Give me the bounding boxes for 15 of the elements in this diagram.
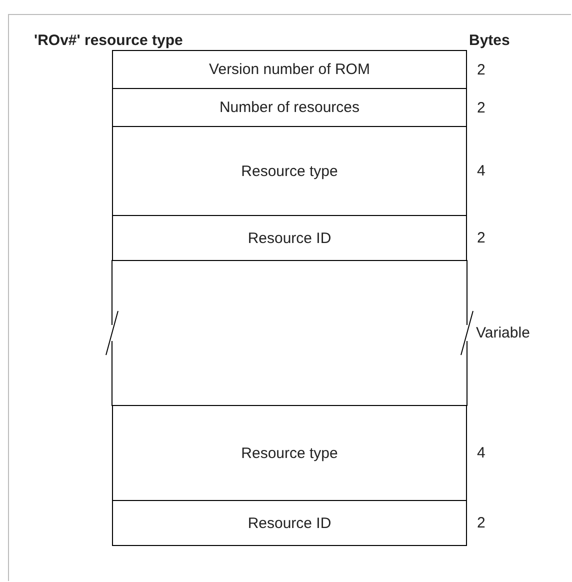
byte-count: 2 xyxy=(477,61,486,78)
field-name: Number of resources xyxy=(219,99,360,116)
byte-count: 2 xyxy=(477,514,486,532)
byte-count: 2 xyxy=(477,230,486,246)
field-name: Resource ID xyxy=(248,230,332,246)
field-name: Resource type xyxy=(241,444,338,462)
byte-count: 2 xyxy=(477,99,486,116)
column-heading: Bytes xyxy=(469,32,510,49)
field-name: Resource ID xyxy=(248,514,332,532)
byte-count: 4 xyxy=(477,162,486,180)
field-name: Version number of ROM xyxy=(209,61,370,78)
field-name: Resource type xyxy=(241,162,338,180)
diagram-title: 'ROv#' resource type xyxy=(34,32,183,49)
byte-count: Variable xyxy=(476,324,530,342)
byte-count: 4 xyxy=(477,444,486,462)
